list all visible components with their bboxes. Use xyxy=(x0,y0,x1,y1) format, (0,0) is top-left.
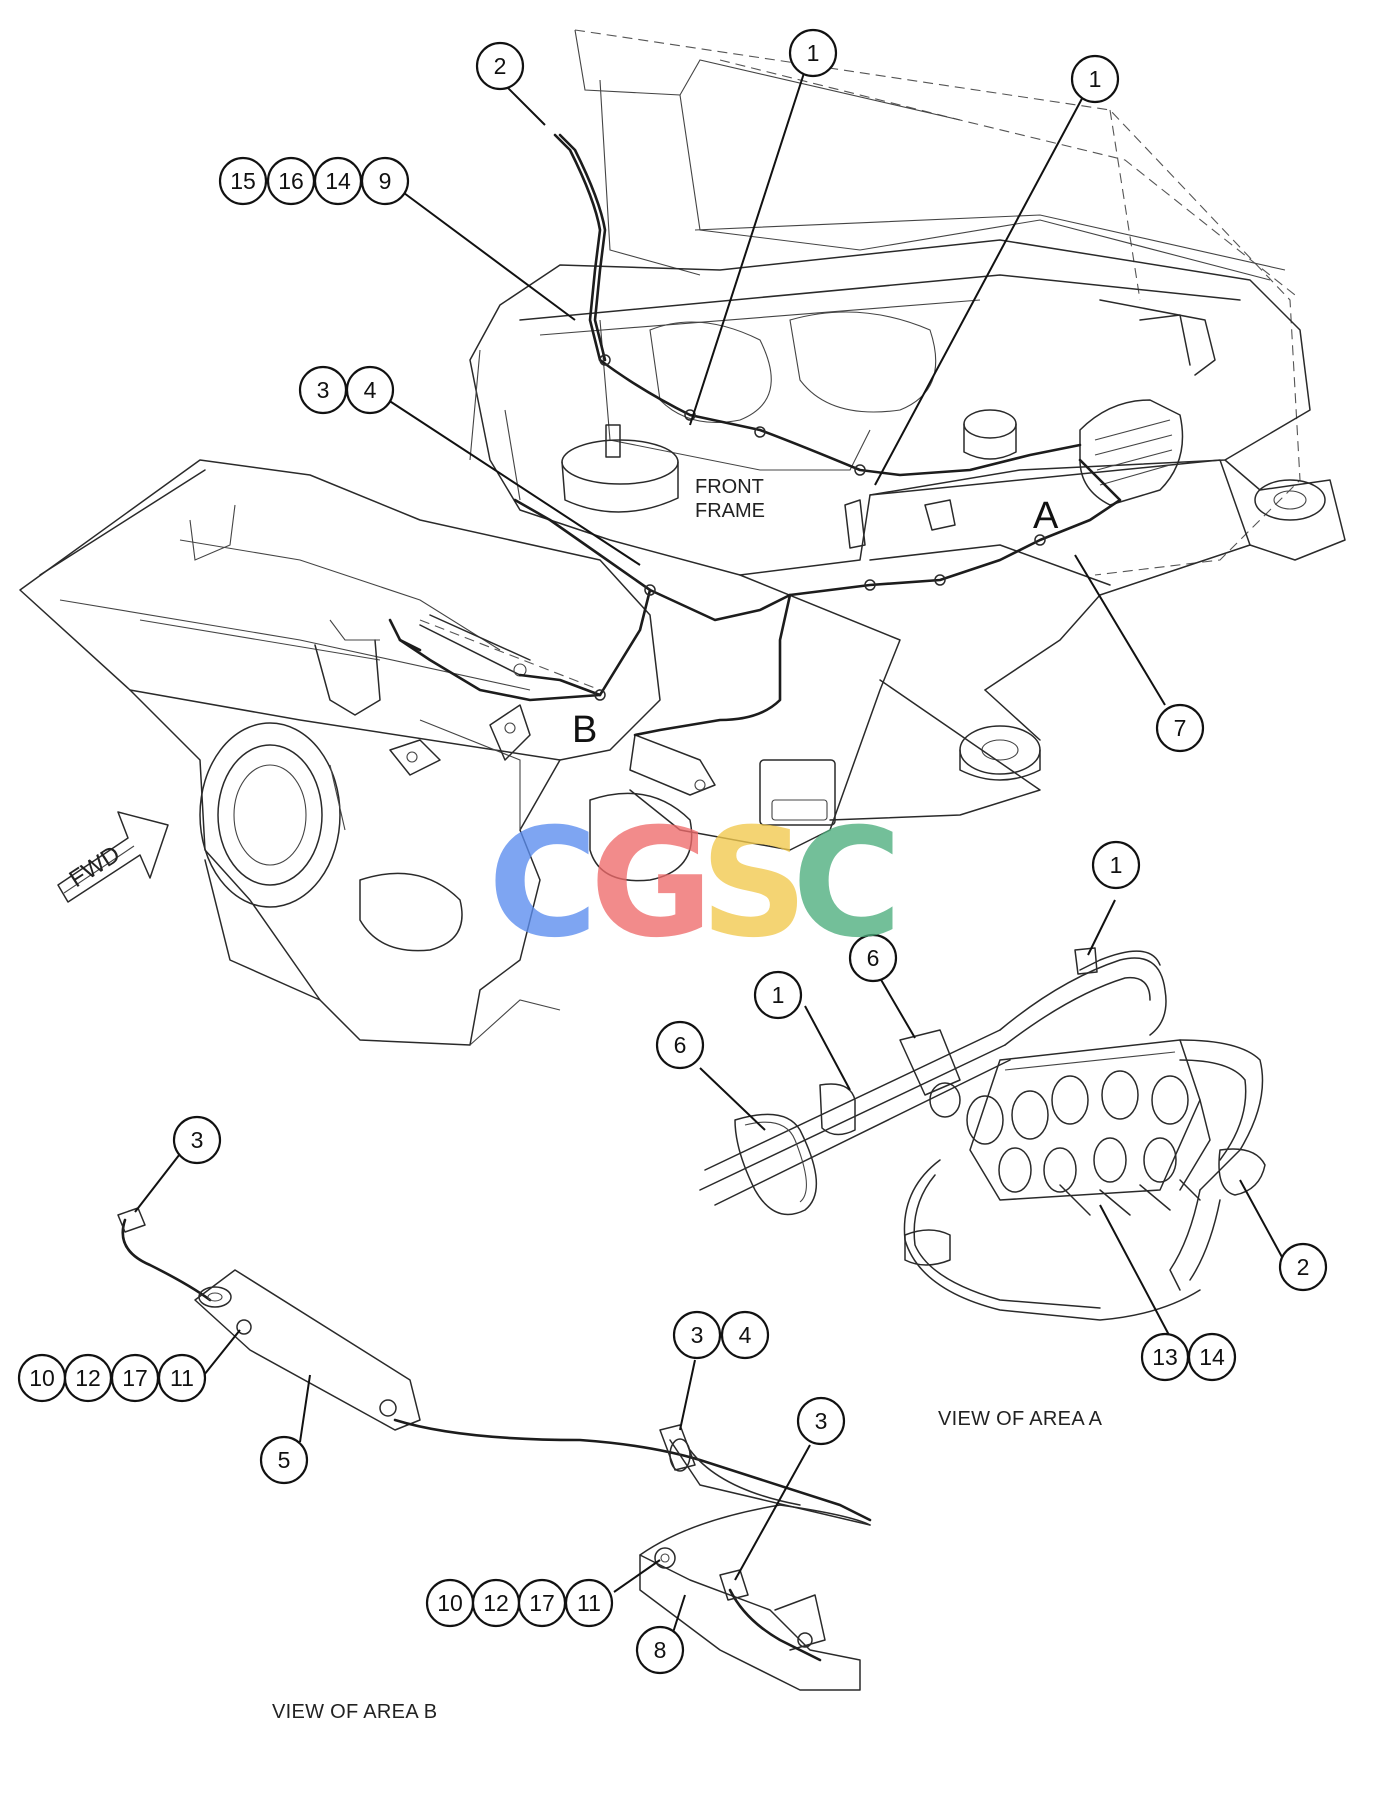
svg-text:3: 3 xyxy=(317,377,330,403)
svg-text:11: 11 xyxy=(577,1590,601,1616)
svg-text:4: 4 xyxy=(739,1322,752,1348)
watermark-letter-s: S xyxy=(700,797,808,971)
callout-6-area-a-left[interactable]: 6 xyxy=(655,1020,705,1070)
callout-16-main[interactable]: 16 xyxy=(266,156,316,206)
watermark-letter-g: G xyxy=(590,797,713,971)
svg-text:6: 6 xyxy=(674,1032,687,1058)
callout-7-main[interactable]: 7 xyxy=(1155,703,1205,753)
callout-6-area-a-right[interactable]: 6 xyxy=(848,933,898,983)
callout-2-main[interactable]: 2 xyxy=(475,41,525,91)
callout-3-area-b-top[interactable]: 3 xyxy=(172,1115,222,1165)
view-area-b-caption: VIEW OF AREA B xyxy=(272,1701,437,1723)
svg-text:9: 9 xyxy=(379,168,392,194)
callout-10-area-b-lower[interactable]: 10 xyxy=(425,1578,475,1628)
watermark-letter-c2: C xyxy=(792,797,902,971)
callout-1-main-a[interactable]: 1 xyxy=(788,28,838,78)
machine-structure xyxy=(19,29,1346,1046)
front-frame-label-line2: FRAME xyxy=(695,500,765,522)
callout-1-area-a-top[interactable]: 1 xyxy=(1091,840,1141,890)
callout-4-main[interactable]: 4 xyxy=(345,365,395,415)
callout-4-area-b[interactable]: 4 xyxy=(720,1310,770,1360)
callout-1-area-a-left[interactable]: 1 xyxy=(753,970,803,1020)
svg-text:2: 2 xyxy=(1297,1254,1310,1280)
watermark-letter-c1: C xyxy=(488,797,598,971)
svg-text:3: 3 xyxy=(691,1322,704,1348)
callout-9-main[interactable]: 9 xyxy=(360,156,410,206)
svg-text:7: 7 xyxy=(1174,715,1187,741)
svg-text:6: 6 xyxy=(867,945,880,971)
connector-cluster xyxy=(929,1039,1201,1201)
callout-13-area-a[interactable]: 13 xyxy=(1140,1332,1190,1382)
cgsc-watermark-logo: C G S C xyxy=(488,797,902,971)
callout-5-area-b[interactable]: 5 xyxy=(259,1435,309,1485)
callout-3-area-b-lower[interactable]: 3 xyxy=(796,1396,846,1446)
svg-text:15: 15 xyxy=(230,168,256,194)
svg-text:3: 3 xyxy=(815,1408,828,1434)
callout-1-main-b[interactable]: 1 xyxy=(1070,54,1120,104)
svg-text:3: 3 xyxy=(191,1127,204,1153)
svg-text:17: 17 xyxy=(529,1590,555,1616)
svg-text:10: 10 xyxy=(437,1590,463,1616)
callout-14-main[interactable]: 14 xyxy=(313,156,363,206)
svg-text:14: 14 xyxy=(325,168,351,194)
svg-text:1: 1 xyxy=(807,40,820,66)
callout-8-area-b[interactable]: 8 xyxy=(635,1625,685,1675)
main-leader-lines xyxy=(384,69,1166,706)
callout-3-main[interactable]: 3 xyxy=(298,365,348,415)
view-area-a-caption: VIEW OF AREA A xyxy=(938,1408,1103,1430)
callout-17-area-b-upper[interactable]: 17 xyxy=(110,1353,160,1403)
callout-11-area-b-upper[interactable]: 11 xyxy=(157,1353,207,1403)
callout-10-area-b-upper[interactable]: 10 xyxy=(17,1353,67,1403)
svg-text:11: 11 xyxy=(170,1365,194,1391)
svg-text:8: 8 xyxy=(654,1637,667,1663)
area-b-detail xyxy=(117,1207,872,1691)
callout-14-area-a[interactable]: 14 xyxy=(1187,1332,1237,1382)
svg-text:1: 1 xyxy=(1110,852,1123,878)
callout-12-area-b-lower[interactable]: 12 xyxy=(471,1578,521,1628)
svg-text:2: 2 xyxy=(494,53,507,79)
svg-text:14: 14 xyxy=(1199,1344,1225,1370)
svg-text:4: 4 xyxy=(364,377,377,403)
svg-text:10: 10 xyxy=(29,1365,55,1391)
callout-11-area-b-lower[interactable]: 11 xyxy=(564,1578,614,1628)
callout-17-area-b-lower[interactable]: 17 xyxy=(517,1578,567,1628)
callout-3-area-b-middle[interactable]: 3 xyxy=(672,1310,722,1360)
main-wiring-harness xyxy=(388,133,1122,737)
area-a-leader-lines xyxy=(699,899,1289,1353)
callout-15-main[interactable]: 15 xyxy=(218,156,268,206)
callout-12-area-b-upper[interactable]: 12 xyxy=(63,1353,113,1403)
forward-direction-arrow: FWD xyxy=(57,811,169,903)
area-a-marker: A xyxy=(1033,495,1059,537)
callout-2-area-a[interactable]: 2 xyxy=(1278,1242,1328,1292)
area-b-marker: B xyxy=(572,709,597,751)
svg-text:17: 17 xyxy=(122,1365,148,1391)
svg-text:16: 16 xyxy=(278,168,304,194)
svg-text:1: 1 xyxy=(1089,66,1102,92)
svg-text:12: 12 xyxy=(483,1590,509,1616)
front-frame-label-line1: FRONT xyxy=(695,476,764,498)
svg-text:1: 1 xyxy=(772,982,785,1008)
area-b-leader-lines xyxy=(134,1149,811,1643)
svg-text:5: 5 xyxy=(278,1447,291,1473)
svg-text:13: 13 xyxy=(1152,1344,1178,1370)
area-a-detail xyxy=(699,947,1266,1321)
svg-text:12: 12 xyxy=(75,1365,101,1391)
